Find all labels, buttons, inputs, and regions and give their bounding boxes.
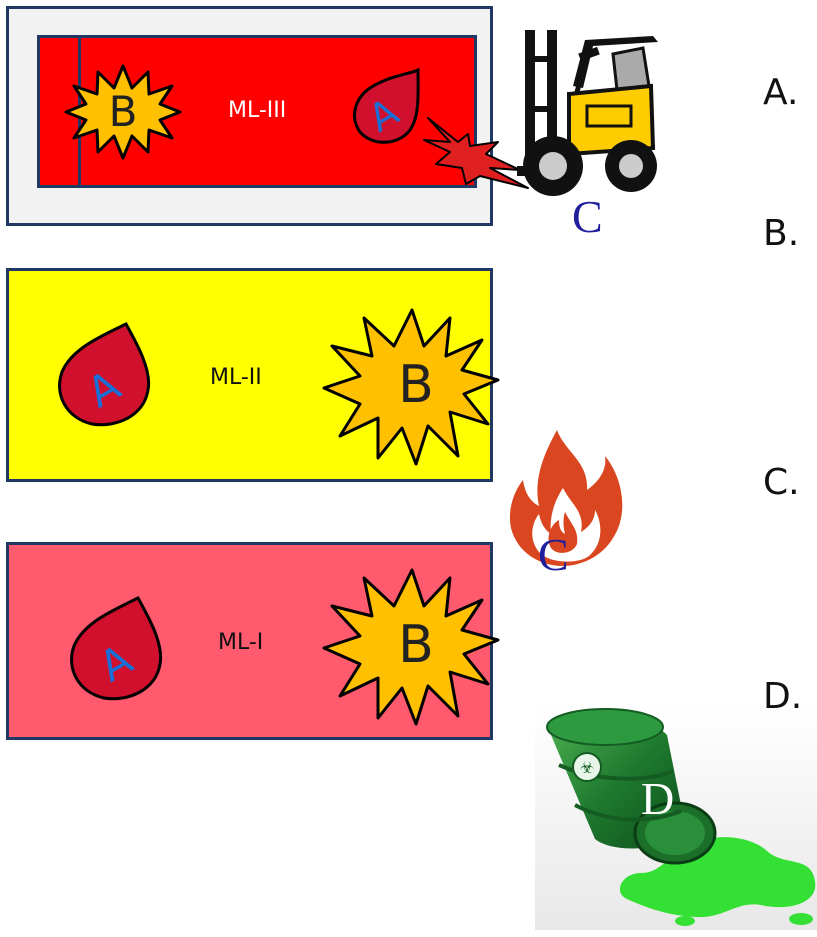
ml1-label: ML-I <box>218 630 264 655</box>
ml2-label: ML-II <box>210 365 262 390</box>
ml3-burst-b-letter: B <box>109 87 138 136</box>
legend-item-c: C. <box>763 462 800 503</box>
collision-spark-icon <box>423 117 529 189</box>
ml1-burst-b-icon: B <box>322 568 500 726</box>
legend-item-b: B. <box>763 213 800 254</box>
fire-letter-c: C <box>538 529 569 580</box>
spilled-barrel-icon: ☣ <box>535 705 817 930</box>
fire-icon <box>509 430 623 566</box>
ml2-drop-a-icon: A <box>58 322 151 427</box>
ml3-label: ML-III <box>228 98 287 123</box>
forklift-icon <box>517 30 658 196</box>
ml3-drop-a-icon: A <box>353 67 420 144</box>
barrel-letter-d: D <box>641 773 675 824</box>
ml2-burst-b-letter: B <box>398 355 434 415</box>
ml1-drop-a-icon: A <box>70 596 163 701</box>
forklift-letter-c: C <box>572 191 603 242</box>
ml3-burst-b-icon: B <box>64 64 182 160</box>
ml2-burst-b-icon: B <box>322 308 500 466</box>
legend-item-d: D. <box>763 676 803 717</box>
svg-text:☣: ☣ <box>580 758 594 777</box>
ml1-burst-b-letter: B <box>398 615 434 675</box>
legend-item-a: A. <box>763 72 799 113</box>
